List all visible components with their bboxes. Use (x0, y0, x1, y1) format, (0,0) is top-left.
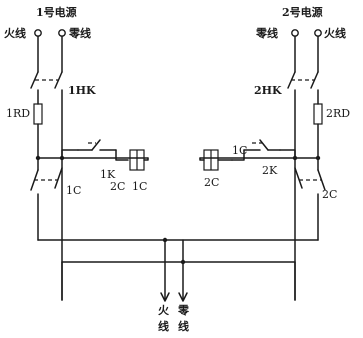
output-bus (37, 239, 319, 302)
label-2k: 2K (262, 164, 278, 177)
label-1c-main: 1C (66, 184, 81, 197)
terminal-live-left (34, 29, 42, 37)
output-live-char2: 线 (158, 319, 169, 333)
fuse-2rd (313, 103, 323, 125)
source2-title: 2号电源 (282, 5, 323, 19)
label-2rd: 2RD (326, 107, 350, 120)
label-1c-coil: 1C (132, 180, 147, 193)
label-1hk: 1HK (68, 84, 96, 97)
junction-dot (292, 155, 298, 161)
right-source-wiring (199, 35, 326, 301)
label-neutral-right: 零线 (255, 26, 278, 40)
output-neutral-char1: 零 (177, 304, 190, 317)
source1-title: 1号电源 (36, 5, 77, 19)
label-neutral-left: 零线 (68, 26, 91, 40)
output-neutral-char2: 线 (178, 319, 189, 333)
label-live-left: 火线 (4, 26, 26, 40)
junction-dot (180, 259, 186, 265)
fuse-1rd (33, 103, 43, 125)
terminal-neutral-left (58, 29, 66, 37)
label-1k: 1K (100, 168, 116, 181)
junction-dot (162, 237, 168, 243)
label-2c-coil: 2C (204, 176, 219, 189)
terminal-neutral-right (291, 29, 299, 37)
terminal-live-right (314, 29, 322, 37)
label-1rd: 1RD (6, 107, 30, 120)
output-live-char1: 火 (158, 304, 170, 317)
junction-dot (35, 155, 41, 161)
label-2c-left: 2C (110, 180, 125, 193)
junction-dot (59, 155, 65, 161)
label-1c-right: 1C (232, 144, 247, 157)
label-2hk: 2HK (254, 84, 282, 97)
junction-dot (315, 155, 321, 161)
label-live-right: 火线 (324, 26, 346, 40)
label-2c-main: 2C (322, 188, 337, 201)
left-source-wiring (30, 35, 149, 301)
